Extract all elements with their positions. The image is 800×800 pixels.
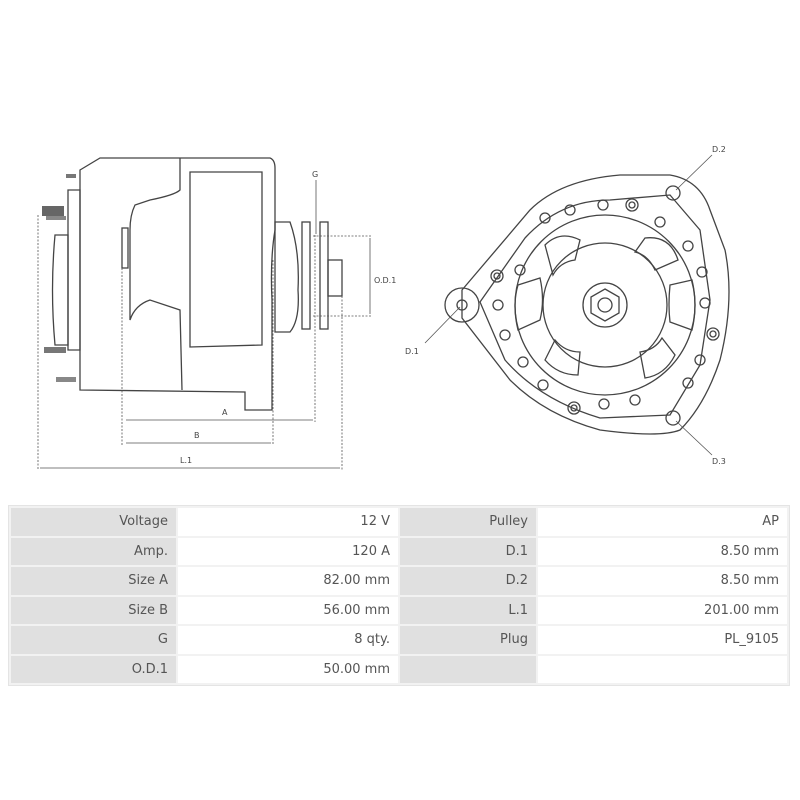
dimension-label-d1: D.1 (405, 347, 419, 356)
dimension-label-l1: L.1 (180, 456, 192, 465)
table-row: Amp. 120 A D.1 8.50 mm (11, 537, 787, 565)
dimension-label-a: A (222, 408, 228, 417)
spec-label (400, 655, 536, 683)
spec-value: 8 qty. (178, 626, 398, 654)
spec-value: 8.50 mm (538, 567, 787, 595)
spec-label: Voltage (11, 508, 176, 536)
spec-label: Size B (11, 596, 176, 624)
spec-label: O.D.1 (11, 655, 176, 683)
spec-value (538, 655, 787, 683)
spec-value: 201.00 mm (538, 596, 787, 624)
dimension-label-d3: D.3 (712, 457, 726, 466)
table-row: Voltage 12 V Pulley AP (11, 508, 787, 536)
table-row: O.D.1 50.00 mm (11, 655, 787, 683)
alternator-technical-drawing: A B L.1 G O.D.1 (37, 145, 730, 470)
spec-value: 8.50 mm (538, 537, 787, 565)
dimension-label-od1: O.D.1 (374, 276, 396, 285)
table-row: Size B 56.00 mm L.1 201.00 mm (11, 596, 787, 624)
spec-value: 82.00 mm (178, 567, 398, 595)
spec-label: D.2 (400, 567, 536, 595)
table-row: G 8 qty. Plug PL_9105 (11, 626, 787, 654)
spec-label: D.1 (400, 537, 536, 565)
dimension-label-d2: D.2 (712, 145, 726, 154)
spec-value: AP (538, 508, 787, 536)
front-view: D.1 D.2 D.3 (405, 145, 730, 466)
spec-label: L.1 (400, 596, 536, 624)
spec-value: 56.00 mm (178, 596, 398, 624)
spec-value: 120 A (178, 537, 398, 565)
specifications-table: Voltage 12 V Pulley AP Amp. 120 A D.1 8.… (8, 505, 790, 686)
spec-label: Pulley (400, 508, 536, 536)
table-row: Size A 82.00 mm D.2 8.50 mm (11, 567, 787, 595)
spec-value: 50.00 mm (178, 655, 398, 683)
spec-label: Amp. (11, 537, 176, 565)
spec-label: G (11, 626, 176, 654)
spec-label: Plug (400, 626, 536, 654)
spec-value: PL_9105 (538, 626, 787, 654)
spec-label: Size A (11, 567, 176, 595)
dimension-label-g: G (312, 170, 318, 179)
dimension-label-b: B (194, 431, 200, 440)
spec-value: 12 V (178, 508, 398, 536)
side-view: A B L.1 G O.D.1 (37, 157, 396, 470)
